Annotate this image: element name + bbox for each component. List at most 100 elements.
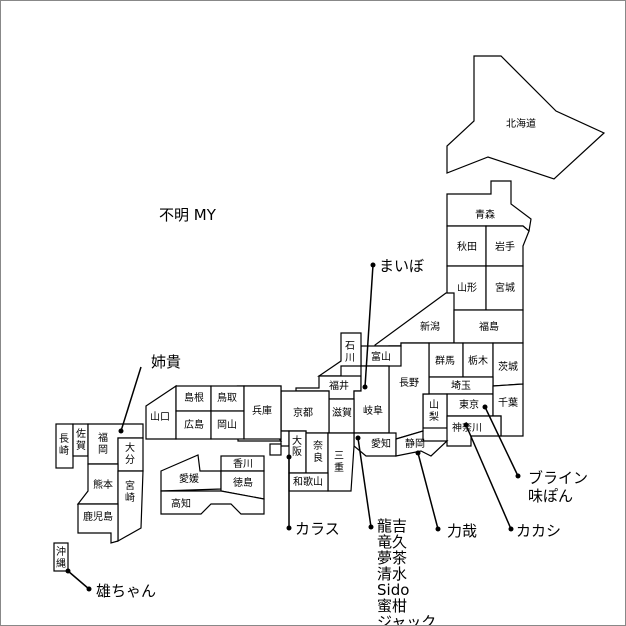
label-yamagata: 山形 (457, 282, 477, 294)
label-ishikawa-1: 石 (345, 341, 355, 352)
annotation-maibo: まいぼ (379, 257, 424, 275)
label-mie-1: 三 (334, 451, 344, 462)
annotation-karasu: カラス (295, 520, 340, 538)
pref-shimane[interactable] (175, 385, 212, 412)
pref-miyazaki[interactable] (117, 470, 144, 543)
annotation-aichi-3: 夢茶 (377, 549, 407, 567)
pref-kagoshima[interactable] (77, 503, 119, 544)
label-shimane: 島根 (184, 391, 204, 404)
label-niigata: 新潟 (420, 320, 440, 333)
label-fukushima: 福島 (479, 320, 499, 333)
pref-kochi[interactable] (160, 490, 265, 515)
pref-mie[interactable] (327, 432, 355, 492)
pref-miyagi[interactable] (485, 265, 524, 311)
label-oita-2: 分 (125, 454, 135, 466)
label-kagawa: 香川 (233, 458, 253, 470)
label-okinawa-2: 縄 (56, 557, 66, 570)
label-wakayama: 和歌山 (293, 475, 323, 488)
label-osaka-2: 阪 (292, 445, 302, 458)
pref-oita[interactable] (117, 437, 144, 472)
pref-niigata[interactable] (374, 292, 455, 347)
label-ehime: 愛媛 (179, 472, 199, 485)
pref-tochigi[interactable] (462, 342, 494, 378)
label-nara-1: 奈 (313, 439, 323, 452)
annotation-aichi-5: Sido (377, 581, 409, 599)
pointer-aichi-group (355, 435, 374, 530)
label-nagano: 長野 (399, 377, 419, 389)
label-shizuoka: 静岡 (405, 437, 425, 450)
label-gunma: 群馬 (435, 354, 455, 367)
annotation-tokyo-1: ブライン (528, 469, 588, 487)
pointer-kakashi (463, 422, 514, 532)
label-tochigi: 栃木 (468, 354, 488, 367)
label-osaka-1: 大 (292, 434, 302, 447)
label-saitama: 埼玉 (451, 379, 471, 392)
label-yamanashi-1: 山 (429, 399, 439, 411)
label-ibaraki: 茨城 (498, 360, 518, 373)
label-fukui: 福井 (329, 379, 349, 392)
pref-ishikawa[interactable] (317, 332, 362, 377)
annotation-aichi-4: 清水 (377, 565, 407, 583)
pref-hyogo-main[interactable] (243, 385, 282, 440)
label-fukuoka-2: 岡 (98, 444, 108, 456)
label-kagoshima: 鹿児島 (83, 510, 113, 523)
label-nagasaki-2: 崎 (59, 444, 69, 457)
label-oita-1: 大 (125, 441, 135, 454)
label-miyazaki-1: 宮 (125, 479, 135, 492)
label-yamanashi-2: 梨 (429, 410, 439, 423)
label-okinawa-1: 沖 (56, 545, 66, 558)
annotation-aichi-7: ジャック (377, 613, 436, 625)
pointer-aniki (118, 366, 142, 434)
pointer-maibo (362, 262, 376, 390)
small-island (269, 443, 282, 456)
label-nagasaki-1: 長 (59, 433, 69, 445)
label-kumamoto: 熊本 (93, 478, 113, 491)
label-toyama: 富山 (371, 350, 391, 363)
annotation-yuchan: 雄ちゃん (96, 582, 156, 600)
pref-akita[interactable] (446, 225, 487, 267)
label-okayama: 岡山 (217, 419, 237, 431)
pointer-rikiya (415, 450, 441, 532)
label-hyogo: 兵庫 (252, 404, 272, 417)
label-mie-2: 重 (334, 461, 344, 474)
label-tokyo: 東京 (459, 398, 479, 411)
pref-aomori[interactable] (446, 180, 532, 233)
pointer-karasu (286, 454, 292, 531)
pointer-tokyo-group (482, 404, 521, 479)
label-iwate: 岩手 (495, 240, 515, 253)
pref-shiga[interactable] (328, 398, 355, 434)
annotation-aniki: 姉貴 (151, 353, 181, 371)
label-gifu: 岐阜 (363, 404, 383, 417)
label-miyazaki-2: 崎 (125, 491, 135, 504)
label-hokkaido: 北海道 (506, 117, 536, 130)
annotation-aichi-2: 竜久 (377, 533, 407, 551)
pref-okinawa[interactable] (53, 542, 69, 572)
label-tottori: 鳥取 (217, 391, 237, 404)
pref-fukushima[interactable] (453, 309, 524, 344)
label-shiga: 滋賀 (332, 406, 352, 419)
label-hiroshima: 広島 (184, 418, 204, 431)
label-ishikawa-2: 川 (345, 353, 355, 364)
label-yamaguchi: 山口 (150, 411, 170, 423)
label-saga-1: 佐 (76, 428, 86, 440)
annotation-kakashi: カカシ (516, 522, 561, 540)
label-kochi: 高知 (171, 497, 191, 510)
label-aichi: 愛知 (371, 437, 391, 450)
pref-shizuoka[interactable] (395, 430, 449, 457)
label-kyoto: 京都 (293, 406, 313, 419)
label-aomori: 青森 (475, 208, 495, 221)
label-akita: 秋田 (457, 240, 477, 253)
label-miyagi: 宮城 (495, 281, 515, 294)
annotation-aichi-1: 龍吉 (377, 517, 407, 535)
label-saga-2: 賀 (76, 440, 86, 452)
pointer-yuchan (65, 568, 92, 592)
pref-hokkaido[interactable] (446, 55, 606, 180)
annotation-tokyo-2: 味ぽん (528, 487, 573, 505)
pref-ehime[interactable] (160, 454, 222, 492)
label-chiba: 千葉 (498, 396, 518, 409)
label-tokushima: 徳島 (233, 476, 253, 489)
annotation-aichi-6: 蜜柑 (377, 597, 407, 615)
label-fukuoka-1: 福 (98, 431, 108, 444)
